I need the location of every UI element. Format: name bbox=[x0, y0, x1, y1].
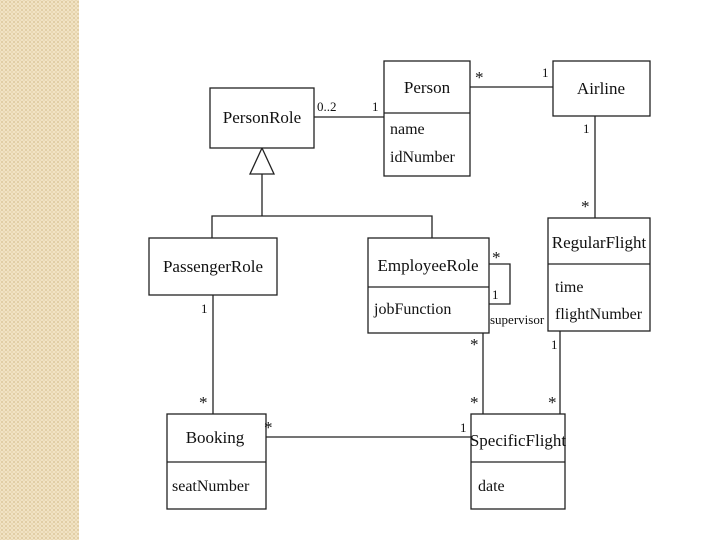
employeerole-attr-jobfunction: jobFunction bbox=[373, 301, 451, 318]
airline-box bbox=[552, 60, 651, 117]
person-attr-idnumber: idNumber bbox=[390, 149, 456, 166]
class-labels: Person name idNumber Airline PersonRole … bbox=[163, 78, 647, 495]
booking-specificflight-booking-end: * bbox=[264, 418, 273, 437]
passengerrole-box bbox=[148, 237, 278, 296]
person-airline-airline-end: 1 bbox=[542, 65, 549, 80]
airline-regularflight-airline-end: 1 bbox=[583, 121, 590, 136]
passengerrole-class-name: PassengerRole bbox=[163, 257, 263, 276]
passenger-booking-passenger-end: 1 bbox=[201, 301, 208, 316]
employeerole-box bbox=[367, 237, 490, 334]
supervisor-self-association bbox=[489, 263, 511, 305]
person-class-name: Person bbox=[404, 78, 451, 97]
specificflight-attr-date: date bbox=[478, 478, 505, 495]
multiplicities: * 1 0..2 1 1 * * 1 supervisor 1 * * 1 * … bbox=[199, 65, 590, 437]
specificflight-class-name: SpecificFlight bbox=[470, 431, 567, 450]
booking-specificflight-flight-end: 1 bbox=[460, 420, 467, 435]
generalization-tree bbox=[211, 215, 433, 238]
regular-specificflight-specific-end: * bbox=[548, 393, 557, 412]
supervisor-role-label: supervisor bbox=[490, 312, 545, 327]
regularflight-attr-flightnumber: flightNumber bbox=[555, 306, 643, 323]
decorative-side-strip bbox=[0, 0, 79, 540]
regularflight-box bbox=[547, 217, 651, 332]
employee-specificflight-flight-end: * bbox=[470, 393, 479, 412]
person-box bbox=[383, 60, 471, 177]
supervisor-one-end: 1 bbox=[492, 287, 499, 302]
personrole-box bbox=[209, 87, 315, 149]
personrole-person-role-end: 0..2 bbox=[317, 99, 337, 114]
regularflight-class-name: RegularFlight bbox=[552, 233, 647, 252]
employeerole-class-name: EmployeeRole bbox=[377, 256, 478, 275]
class-boxes bbox=[148, 60, 651, 510]
booking-class-name: Booking bbox=[186, 428, 245, 447]
regular-specificflight-regular-end: 1 bbox=[551, 337, 558, 352]
personrole-class-name: PersonRole bbox=[223, 108, 301, 127]
person-attr-name: name bbox=[390, 121, 425, 138]
passenger-booking-booking-end: * bbox=[199, 393, 208, 412]
generalization-triangle bbox=[248, 146, 276, 175]
airline-class-name: Airline bbox=[577, 79, 625, 98]
person-airline-person-end: * bbox=[475, 68, 484, 87]
employee-specificflight-employee-end: * bbox=[470, 335, 479, 354]
regularflight-attr-time: time bbox=[555, 279, 583, 296]
personrole-person-person-end: 1 bbox=[372, 99, 379, 114]
association-lines bbox=[211, 86, 596, 438]
booking-attr-seatnumber: seatNumber bbox=[172, 478, 250, 495]
airline-regularflight-flight-end: * bbox=[581, 197, 590, 216]
supervisor-many-end: * bbox=[492, 248, 501, 267]
